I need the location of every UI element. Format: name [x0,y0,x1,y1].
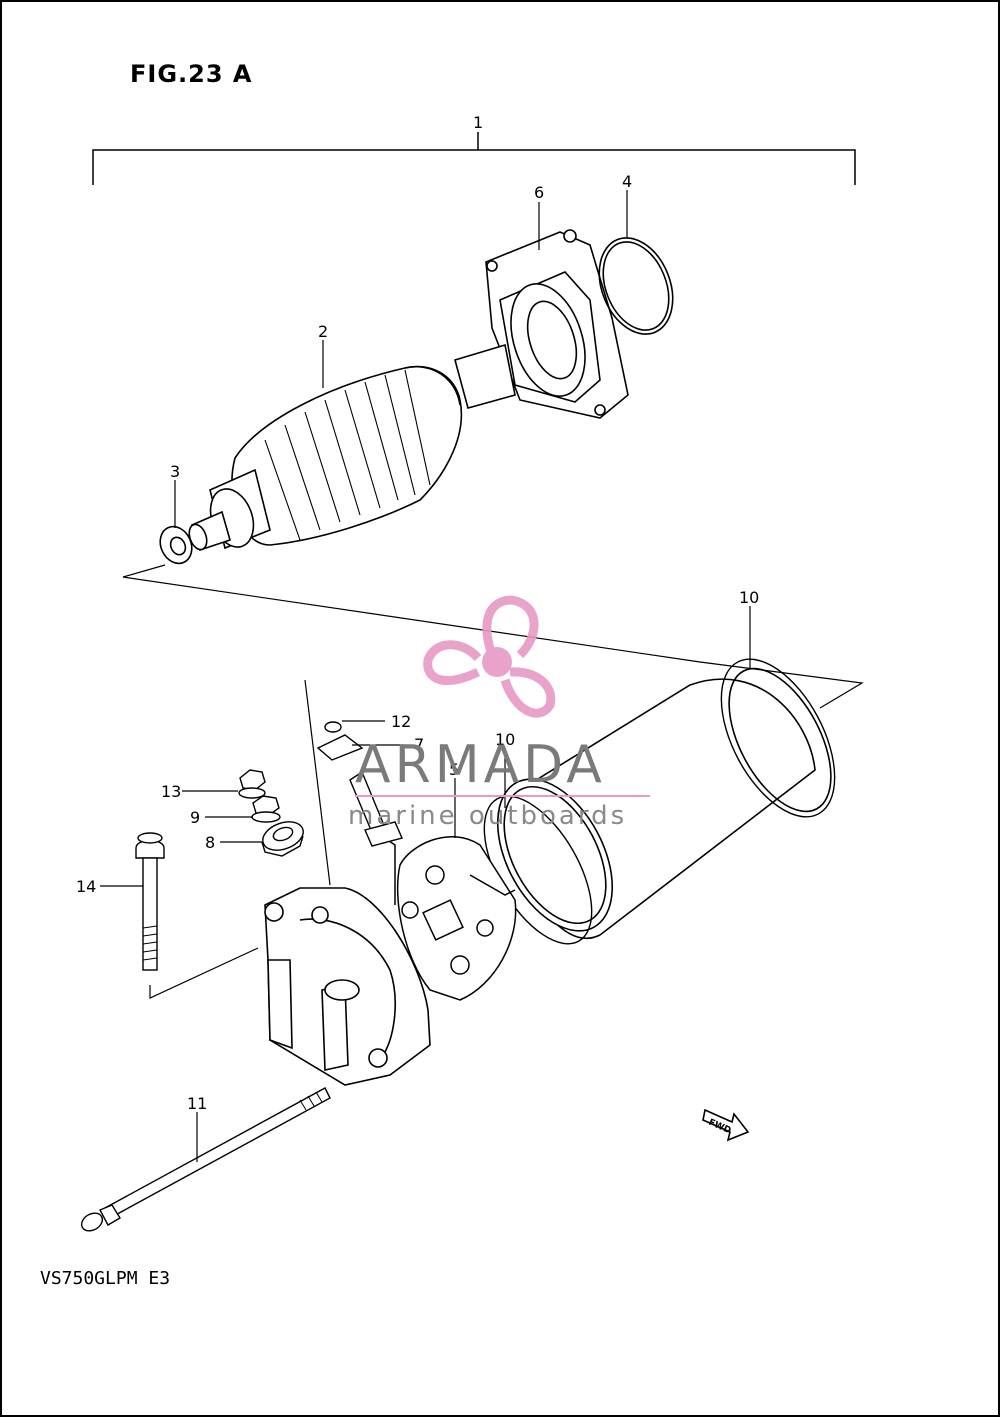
watermark-brand: ARMADA [355,735,606,795]
callout-10-yoke: 10 [739,588,759,607]
leader-lines [100,190,751,1162]
rear-end-cover [264,887,431,1086]
brush-holder [379,834,517,1001]
armature [188,343,516,552]
callout-5: 5 [449,760,459,779]
o-ring-large [598,237,674,335]
flange-nut [238,769,266,799]
model-code: VS750GLPM E3 [40,1268,171,1289]
callout-4: 4 [622,172,632,191]
callout-1: 1 [473,113,483,132]
callout-labels: 1 2 3 4 5 6 7 8 9 10 10 11 12 13 14 [76,113,759,1113]
callout-11: 11 [187,1094,207,1113]
callout-8: 8 [205,833,215,852]
callout-7: 7 [414,735,424,754]
callout-12: 12 [391,712,411,731]
callout-2: 2 [318,322,328,341]
callout-13: 13 [161,782,181,801]
figure-title: FIG.23 A [130,60,253,88]
callout-9: 9 [190,808,200,827]
watermark: ARMADA marine outboards [348,595,650,831]
callout-6: 6 [534,183,544,202]
through-bolt [80,1087,331,1232]
thrust-washer [159,525,193,565]
fwd-arrow-icon: FWD [702,1108,750,1142]
yoke-housing [496,667,832,940]
callout-10-ring: 10 [495,730,515,749]
terminal-bolt [316,721,403,847]
front-end-cover [485,229,629,419]
alignment-lines [122,564,864,999]
callout-14: 14 [76,877,96,896]
mounting-bolt [135,832,165,971]
assembly-bracket [92,132,856,185]
insulator-washer [261,821,304,857]
hex-nut [251,795,281,823]
watermark-tagline: marine outboards [348,801,627,831]
callout-3: 3 [170,462,180,481]
propeller-logo-icon [423,595,556,718]
